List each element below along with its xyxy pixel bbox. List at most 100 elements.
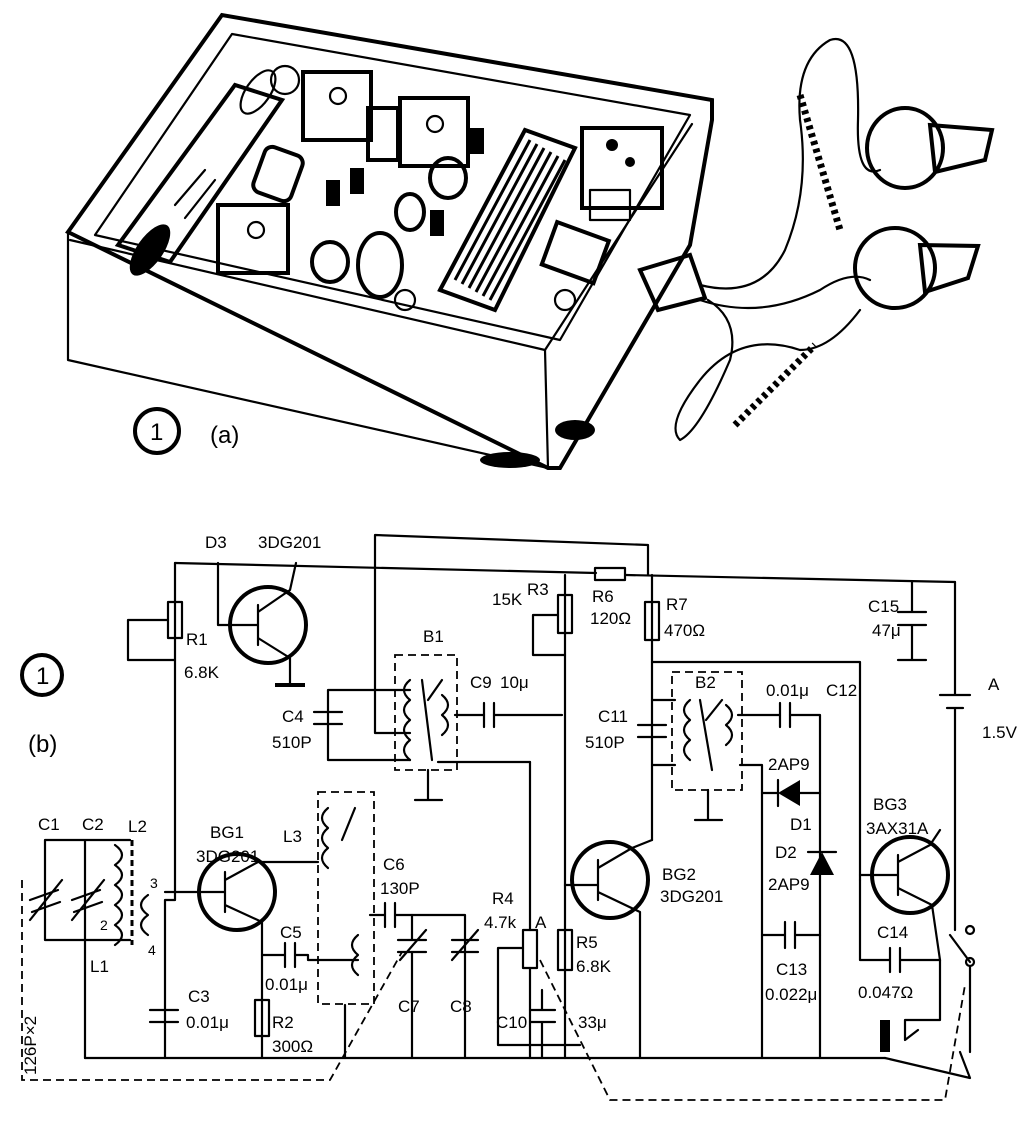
b2-primary-wires <box>650 698 677 767</box>
c11-capacitor <box>636 723 668 739</box>
bg1-label: BG1 <box>210 823 244 842</box>
c6-capacitor <box>368 901 467 1060</box>
battery-symbol <box>938 580 972 932</box>
c12-value: 0.01μ <box>766 681 809 700</box>
bg2-leads <box>563 838 654 1060</box>
c9-value: 10μ <box>500 673 529 692</box>
small-components <box>251 106 632 312</box>
r7-label: R7 <box>666 595 688 614</box>
r5-value: 6.8K <box>576 957 612 976</box>
c3-label: C3 <box>188 987 210 1006</box>
c4-value: 510P <box>272 733 312 752</box>
earphone-jack <box>880 1020 890 1052</box>
pin-2: 2 <box>100 917 108 933</box>
top-rail-wire <box>173 561 957 584</box>
figure-b-number: 1 <box>36 663 49 690</box>
c12-capacitor <box>778 701 792 729</box>
battery-voltage: 1.5V <box>982 723 1018 742</box>
c15-capacitor <box>896 580 928 662</box>
d2-type: 2AP9 <box>768 875 810 894</box>
c10-label: C10 <box>496 1013 527 1032</box>
case-front-edge <box>66 230 557 470</box>
r1-tap-wire <box>126 618 177 662</box>
case-corner-edge <box>543 348 550 470</box>
c5-label: C5 <box>280 923 302 942</box>
pin-4: 4 <box>148 942 156 958</box>
c7-trimmer <box>396 913 428 1060</box>
l1-label: L1 <box>90 957 109 976</box>
c10-capacitor <box>528 988 557 1060</box>
detector-wire <box>738 763 764 1060</box>
bg3-type: 3AX31A <box>866 819 929 838</box>
bg2-label: BG2 <box>662 865 696 884</box>
b1-label: B1 <box>423 627 444 646</box>
pin-3: 3 <box>150 875 158 891</box>
b1-core <box>420 678 444 762</box>
c15-label: C15 <box>868 597 899 616</box>
c11-label: C11 <box>598 707 628 726</box>
d1-diode <box>778 780 800 806</box>
r1-value: 6.8K <box>184 663 220 682</box>
schematic: 1 (b) R1 6.8K D3 3DG201 B1 C4 510P <box>20 533 1018 1101</box>
volume-switch-link <box>539 959 966 1101</box>
d3-label: D3 <box>205 533 227 552</box>
battery-label: A <box>988 675 1000 694</box>
bg3-label: BG3 <box>873 795 907 814</box>
d1-label: D1 <box>790 815 812 834</box>
b2-ground <box>693 788 724 822</box>
b1-shield <box>394 654 458 771</box>
figure-b-caption: (b) <box>28 731 57 758</box>
r3-label: R3 <box>527 580 549 599</box>
l3-core <box>340 806 357 842</box>
c8-label: C8 <box>450 997 472 1016</box>
gang-capacitor-value: 126P×2 <box>21 1016 40 1075</box>
switch-contact <box>964 924 976 936</box>
c4-label: C4 <box>282 707 304 726</box>
r6-resistor <box>593 566 627 582</box>
l3-shield <box>317 791 375 1005</box>
r4-potentiometer <box>521 928 539 970</box>
figure-a-caption: (a) <box>210 422 239 449</box>
bg3-leads <box>858 828 942 962</box>
case-inner <box>93 32 692 342</box>
jack-wire <box>903 958 942 1042</box>
l3-label: L3 <box>283 827 302 846</box>
c6-label: C6 <box>383 855 405 874</box>
radio-illustration: 1 (a) <box>65 12 995 470</box>
l2-label: L2 <box>128 817 147 836</box>
c13-label: C13 <box>776 960 807 979</box>
r3-value: 15K <box>492 590 523 609</box>
battery-cell <box>114 64 301 276</box>
c13-capacitor <box>760 920 822 950</box>
osc-coil <box>350 933 360 977</box>
b2-label: B2 <box>695 673 716 692</box>
c12-label: C12 <box>826 681 857 700</box>
c5-capacitor <box>260 941 360 969</box>
r6-label: R6 <box>592 587 614 606</box>
c14-capacitor <box>858 878 942 974</box>
c5-value: 0.01μ <box>265 975 308 994</box>
b1-primary <box>402 678 412 762</box>
tuning-frame <box>43 838 132 942</box>
d1-type: 2AP9 <box>768 755 810 774</box>
l2-coil <box>113 843 124 947</box>
bg2-transistor <box>570 840 650 920</box>
c4-wire <box>326 688 412 762</box>
bg2-type: 3DG201 <box>660 887 723 906</box>
c10-value: 33μ <box>578 1013 607 1032</box>
c11-value: 510P <box>585 733 625 752</box>
earphone-assembly <box>637 37 995 442</box>
r6-value: 120Ω <box>590 609 631 628</box>
r5-label: R5 <box>576 933 598 952</box>
figure-a-number: 1 <box>150 419 163 446</box>
bg1-leads <box>163 860 320 1060</box>
bg1-type: 3DG201 <box>196 847 259 866</box>
d3-type: 3DG201 <box>258 533 321 552</box>
b1-ground <box>413 768 444 802</box>
c1-variable-capacitor <box>28 878 64 922</box>
c9-capacitor <box>482 701 496 729</box>
b1-secondary <box>440 693 450 737</box>
r1-label: R1 <box>186 630 208 649</box>
case-rim <box>68 122 694 352</box>
